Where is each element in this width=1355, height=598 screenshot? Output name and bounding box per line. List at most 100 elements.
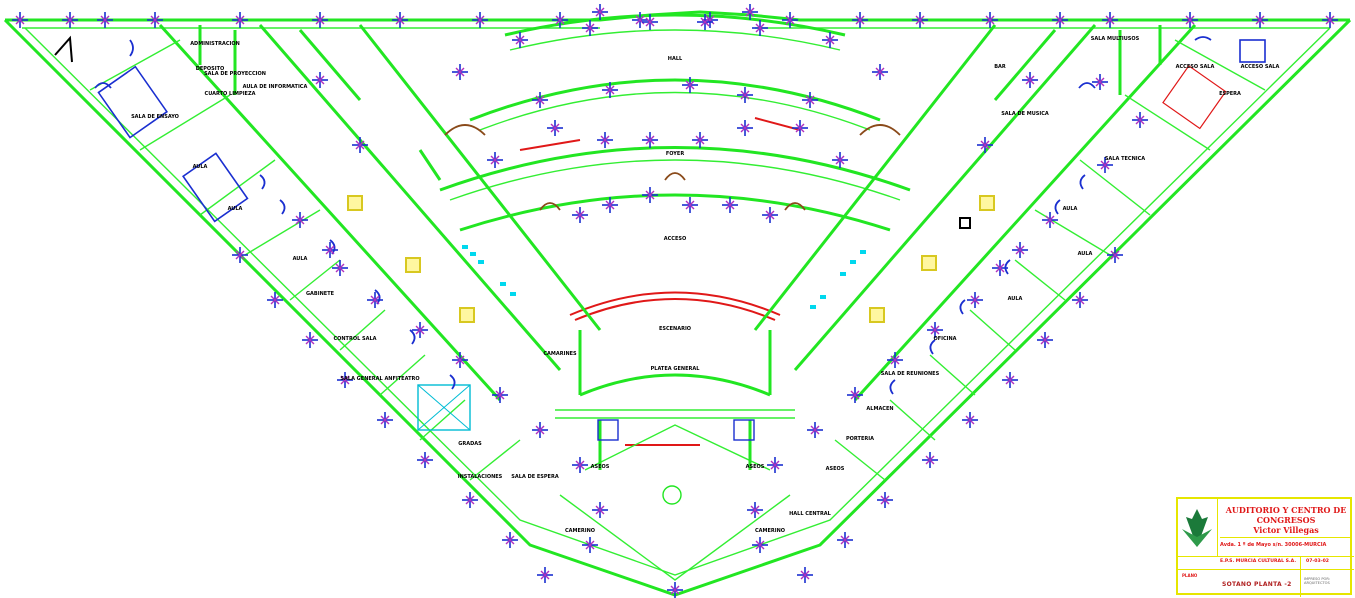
ceiling-light-icon [982, 12, 998, 28]
room-label: GRADAS [458, 441, 482, 447]
ceiling-light-icon [572, 207, 588, 223]
ceiling-light-icon [472, 12, 488, 28]
room-label: HALL CENTRAL [789, 511, 832, 517]
room-label: HALL [668, 56, 683, 62]
ceiling-light-icon [417, 452, 433, 468]
room-label: ESPERA [1219, 91, 1241, 97]
ceiling-light-icon [1012, 242, 1028, 258]
ceiling-light-icon [977, 137, 993, 153]
auditorium-arcs [439, 13, 911, 446]
subtitle-text: Victor Villegas [1253, 525, 1319, 535]
ceiling-light-icon [747, 502, 763, 518]
room-label: CONTROL SALA [333, 336, 376, 342]
ceiling-light-icon [832, 152, 848, 168]
ceiling-light-icon [332, 260, 348, 276]
project-title: AUDITORIO Y CENTRO DE CONGRESOS Victor V… [1220, 505, 1352, 535]
date-text: 07-03-02 [1306, 559, 1329, 564]
ceiling-light-icon [667, 582, 683, 598]
ceiling-light-icon [452, 352, 468, 368]
ceiling-light-icon [537, 567, 553, 583]
ceiling-light-icon [1252, 12, 1268, 28]
ceiling-light-icon [1182, 12, 1198, 28]
ceiling-light-icon [582, 537, 598, 553]
room-label: FOYER [666, 151, 685, 157]
ceiling-light-icon [682, 77, 698, 93]
room-label: GABINETE [306, 291, 335, 297]
entry-lobby [559, 419, 791, 581]
ceiling-light-icon [922, 452, 938, 468]
ceiling-light-icon [1037, 332, 1053, 348]
ceiling-light-icon [1097, 157, 1113, 173]
ceiling-light-icon [552, 12, 568, 28]
ceiling-light-icon [887, 352, 903, 368]
room-label: AULA [1063, 206, 1078, 212]
ceiling-light-icon [592, 4, 608, 20]
room-label: ASEOS [826, 466, 845, 472]
ceiling-light-icon [502, 532, 518, 548]
room-label: ACCESO [664, 236, 686, 242]
ceiling-light-icon [147, 12, 163, 28]
room-label: AULA [193, 164, 208, 170]
room-label: SALA TECNICA [1105, 156, 1145, 162]
ceiling-light-icon [782, 12, 798, 28]
divider [1178, 556, 1354, 557]
room-label: PLATEA GENERAL [651, 366, 701, 372]
ceiling-light-icon [267, 292, 283, 308]
room-label: CUARTO LIMPIEZA [205, 91, 256, 97]
ceiling-light-icon [642, 14, 658, 30]
room-label: OFICINA [933, 336, 956, 342]
room-label: CAMARINES [543, 351, 577, 357]
divider [1178, 569, 1354, 570]
sheet-title: SOTANO PLANTA -2 [1222, 581, 1292, 588]
north-arrow-icon [54, 35, 73, 63]
ceiling-light-icon [1022, 72, 1038, 88]
room-label: DEPOSITO [196, 66, 225, 72]
ceiling-light-icon [642, 132, 658, 148]
room-label: AULA [228, 206, 243, 212]
ceiling-light-icon [312, 72, 328, 88]
room-label: ADMINISTRACION [190, 41, 240, 47]
ceiling-light-icon [337, 372, 353, 388]
ceiling-light-icon [412, 322, 428, 338]
ceiling-light-icon [797, 567, 813, 583]
room-label: ASEOS [591, 464, 610, 470]
ceiling-light-icon [532, 92, 548, 108]
print-code: IMPRESO POR: ARQUITECTOS [1304, 577, 1330, 585]
ceiling-light-icon [752, 537, 768, 553]
ceiling-light-icon [302, 332, 318, 348]
ceiling-light-icon [322, 242, 338, 258]
ceiling-light-icon [737, 120, 753, 136]
ceiling-light-icon [367, 292, 383, 308]
address-text: Avda. 1 º de Mayo s/n. 30006-MURCIA [1220, 537, 1352, 548]
ceiling-light-icon [1102, 12, 1118, 28]
room-label: BAR [994, 64, 1006, 70]
room-label: CAMERINO [565, 528, 595, 534]
room-label: ACCESO SALA [1241, 64, 1280, 70]
elevator-icon [347, 195, 995, 323]
ceiling-light-icon [597, 132, 613, 148]
ceiling-light-icon [737, 87, 753, 103]
restroom-fixtures [462, 245, 866, 309]
ceiling-light-icon [1322, 12, 1338, 28]
ceiling-light-icon [742, 4, 758, 20]
ceiling-light-icon [792, 120, 808, 136]
left-stairs [97, 39, 1266, 431]
ceiling-light-icon [752, 20, 768, 36]
room-label: AULA [1008, 296, 1023, 302]
ceiling-light-icon [722, 197, 738, 213]
ceiling-light-icon [97, 12, 113, 28]
room-label: SALA DE PROYECCION [204, 71, 266, 77]
ceiling-light-icon [392, 12, 408, 28]
room-label: SALA DE ENSAYO [131, 114, 179, 120]
room-label: SALA DE MUSICA [1001, 111, 1049, 117]
ceiling-light-icon [312, 12, 328, 28]
ceiling-light-icon [12, 12, 28, 28]
sheet-label: PLANO [1182, 573, 1198, 578]
room-label: AULA [293, 256, 308, 262]
room-label: INSTALACIONES [458, 474, 503, 480]
ceiling-light-icon [877, 492, 893, 508]
ceiling-light-icon [807, 422, 823, 438]
ceiling-light-icon [602, 82, 618, 98]
